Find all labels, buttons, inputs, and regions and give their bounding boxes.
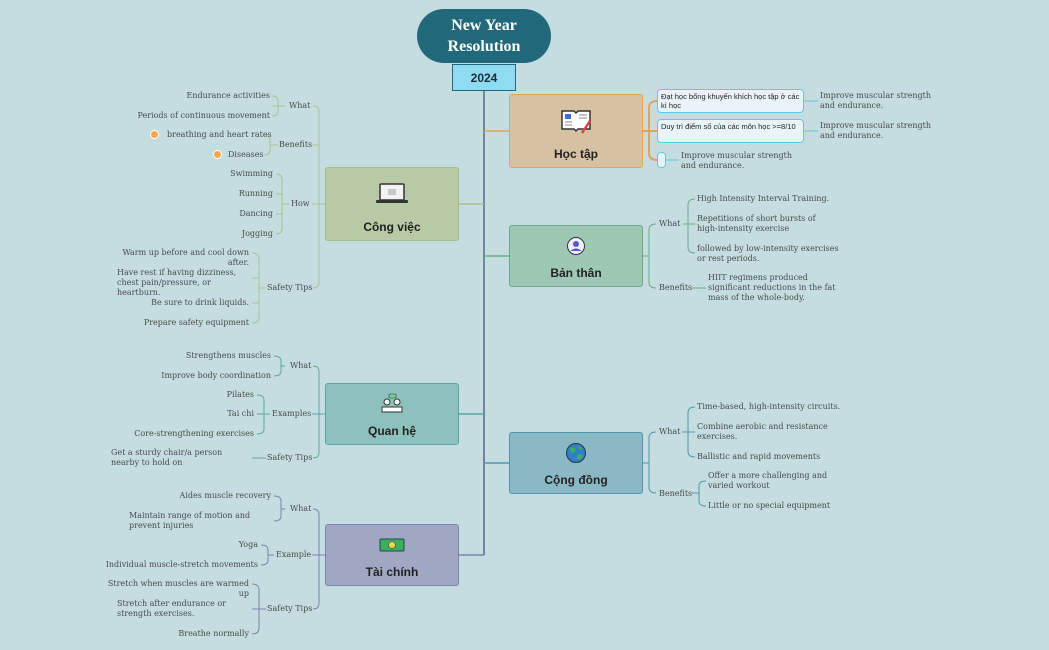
leaf-item[interactable]: Pilates: [226, 390, 254, 399]
topic-hoc-tap[interactable]: Học tập: [509, 94, 643, 168]
leaf-item[interactable]: Warm up before and cool down after.: [122, 248, 249, 267]
money-icon: [379, 538, 405, 552]
leaf-item[interactable]: Swimming: [230, 169, 273, 178]
leaf-item[interactable]: Yoga: [238, 540, 258, 549]
warning-icon: [213, 150, 222, 159]
goal-box[interactable]: Đạt học bổng khuyến khích học tập ở các …: [657, 89, 804, 113]
root-topic[interactable]: New Year Resolution: [417, 9, 551, 63]
book-icon: [561, 110, 592, 134]
leaf-item[interactable]: Endurance activities: [186, 91, 270, 100]
leaf-item[interactable]: High Intensity Interval Training.: [697, 194, 830, 203]
warning-icon: [150, 130, 159, 139]
leaf-item[interactable]: Dancing: [239, 209, 273, 218]
leaf-item[interactable]: Combine aerobic and resistance exercises…: [697, 422, 828, 441]
leaf-item[interactable]: Running: [238, 189, 273, 198]
branch-examples[interactable]: Examples: [272, 409, 312, 418]
topic-label: Công việc: [363, 220, 421, 234]
leaf-item[interactable]: Repetitions of short bursts of high-inte…: [697, 214, 816, 233]
leaf-item[interactable]: breathing and heart rates: [167, 130, 272, 139]
goal-box[interactable]: Duy trì điểm số của các môn học >=8/10: [657, 119, 804, 143]
branch-what[interactable]: What: [290, 361, 312, 370]
root-title: New Year Resolution: [447, 17, 521, 55]
branch-safety-tips[interactable]: Safety Tips: [267, 604, 313, 613]
branch-example[interactable]: Example: [276, 550, 312, 559]
topic-cong-dong[interactable]: Cộng đồng: [509, 432, 643, 494]
leaf-item[interactable]: Improve body coordination: [161, 371, 271, 380]
topic-quan-he[interactable]: Quan hệ: [325, 383, 459, 445]
leaf-item[interactable]: Stretch after endurance or strength exer…: [117, 599, 226, 618]
topic-label: Tài chính: [365, 565, 419, 579]
topic-ban-than[interactable]: Bản thân: [509, 225, 643, 287]
branch-benefits[interactable]: Benefits: [279, 140, 313, 149]
laptop-icon: [376, 183, 408, 203]
person-icon: [567, 237, 585, 255]
leaf-item[interactable]: Individual muscle-stretch movements: [105, 560, 258, 569]
branch-how[interactable]: How: [291, 199, 310, 208]
branch-safety-tips[interactable]: Safety Tips: [267, 453, 313, 462]
leaf-item[interactable]: Breathe normally: [178, 629, 249, 638]
leaf-item[interactable]: Get a sturdy chair/a person nearby to ho…: [111, 448, 223, 467]
topic-label: Bản thân: [550, 266, 602, 280]
branch-benefits[interactable]: Benefits: [659, 489, 693, 498]
leaf-item[interactable]: Stretch when muscles are warmed up: [107, 579, 249, 598]
leaf-item[interactable]: Maintain range of motion and prevent inj…: [129, 511, 251, 530]
goal-note[interactable]: Improve muscular strength and endurance.: [820, 91, 931, 110]
leaf-item[interactable]: Offer a more challenging and varied work…: [708, 471, 828, 490]
globe-icon: [566, 443, 586, 463]
leaf-item[interactable]: Time-based, high-intensity circuits.: [697, 402, 841, 411]
branch-what[interactable]: What: [659, 219, 681, 228]
leaf-item[interactable]: Little or no special equipment: [708, 501, 831, 510]
topic-label: Cộng đồng: [544, 473, 608, 487]
leaf-item[interactable]: Tai chi: [227, 409, 254, 418]
leaf-item[interactable]: Ballistic and rapid movements: [697, 452, 821, 461]
leaf-item[interactable]: HIIT regimens produced significant reduc…: [708, 273, 836, 302]
leaf-item[interactable]: Jogging: [241, 229, 273, 238]
meeting-icon: [381, 393, 403, 413]
branch-safety-tips[interactable]: Safety Tips: [267, 283, 313, 292]
topic-cong-viec[interactable]: Công việc: [325, 167, 459, 241]
goal-note[interactable]: Improve muscular strength and endurance.: [681, 151, 792, 170]
leaf-item[interactable]: Diseases: [228, 150, 264, 159]
leaf-item[interactable]: Have rest if having dizziness, chest pai…: [117, 268, 237, 297]
leaf-item[interactable]: Strengthens muscles: [185, 351, 271, 360]
branch-benefits[interactable]: Benefits: [659, 283, 693, 292]
leaf-item[interactable]: Periods of continuous movement: [137, 111, 270, 120]
branch-what[interactable]: What: [290, 504, 312, 513]
leaf-item[interactable]: Core-strengthening exercises: [134, 429, 254, 438]
goal-box-empty[interactable]: [657, 152, 666, 168]
leaf-item[interactable]: followed by low-intensity exercises or r…: [697, 244, 839, 263]
leaf-item[interactable]: Be sure to drink liquids.: [151, 298, 249, 307]
branch-what[interactable]: What: [659, 427, 681, 436]
topic-label: Học tập: [553, 147, 598, 161]
goal-note[interactable]: Improve muscular strength and endurance.: [820, 121, 931, 140]
leaf-item[interactable]: Prepare safety equipment: [143, 318, 249, 327]
topic-label: Quan hệ: [367, 424, 416, 438]
topic-tai-chinh[interactable]: Tài chính: [325, 524, 459, 586]
leaf-item[interactable]: Aides muscle recovery: [179, 491, 271, 500]
branch-what[interactable]: What: [289, 101, 311, 110]
year-topic[interactable]: 2024: [452, 64, 516, 91]
